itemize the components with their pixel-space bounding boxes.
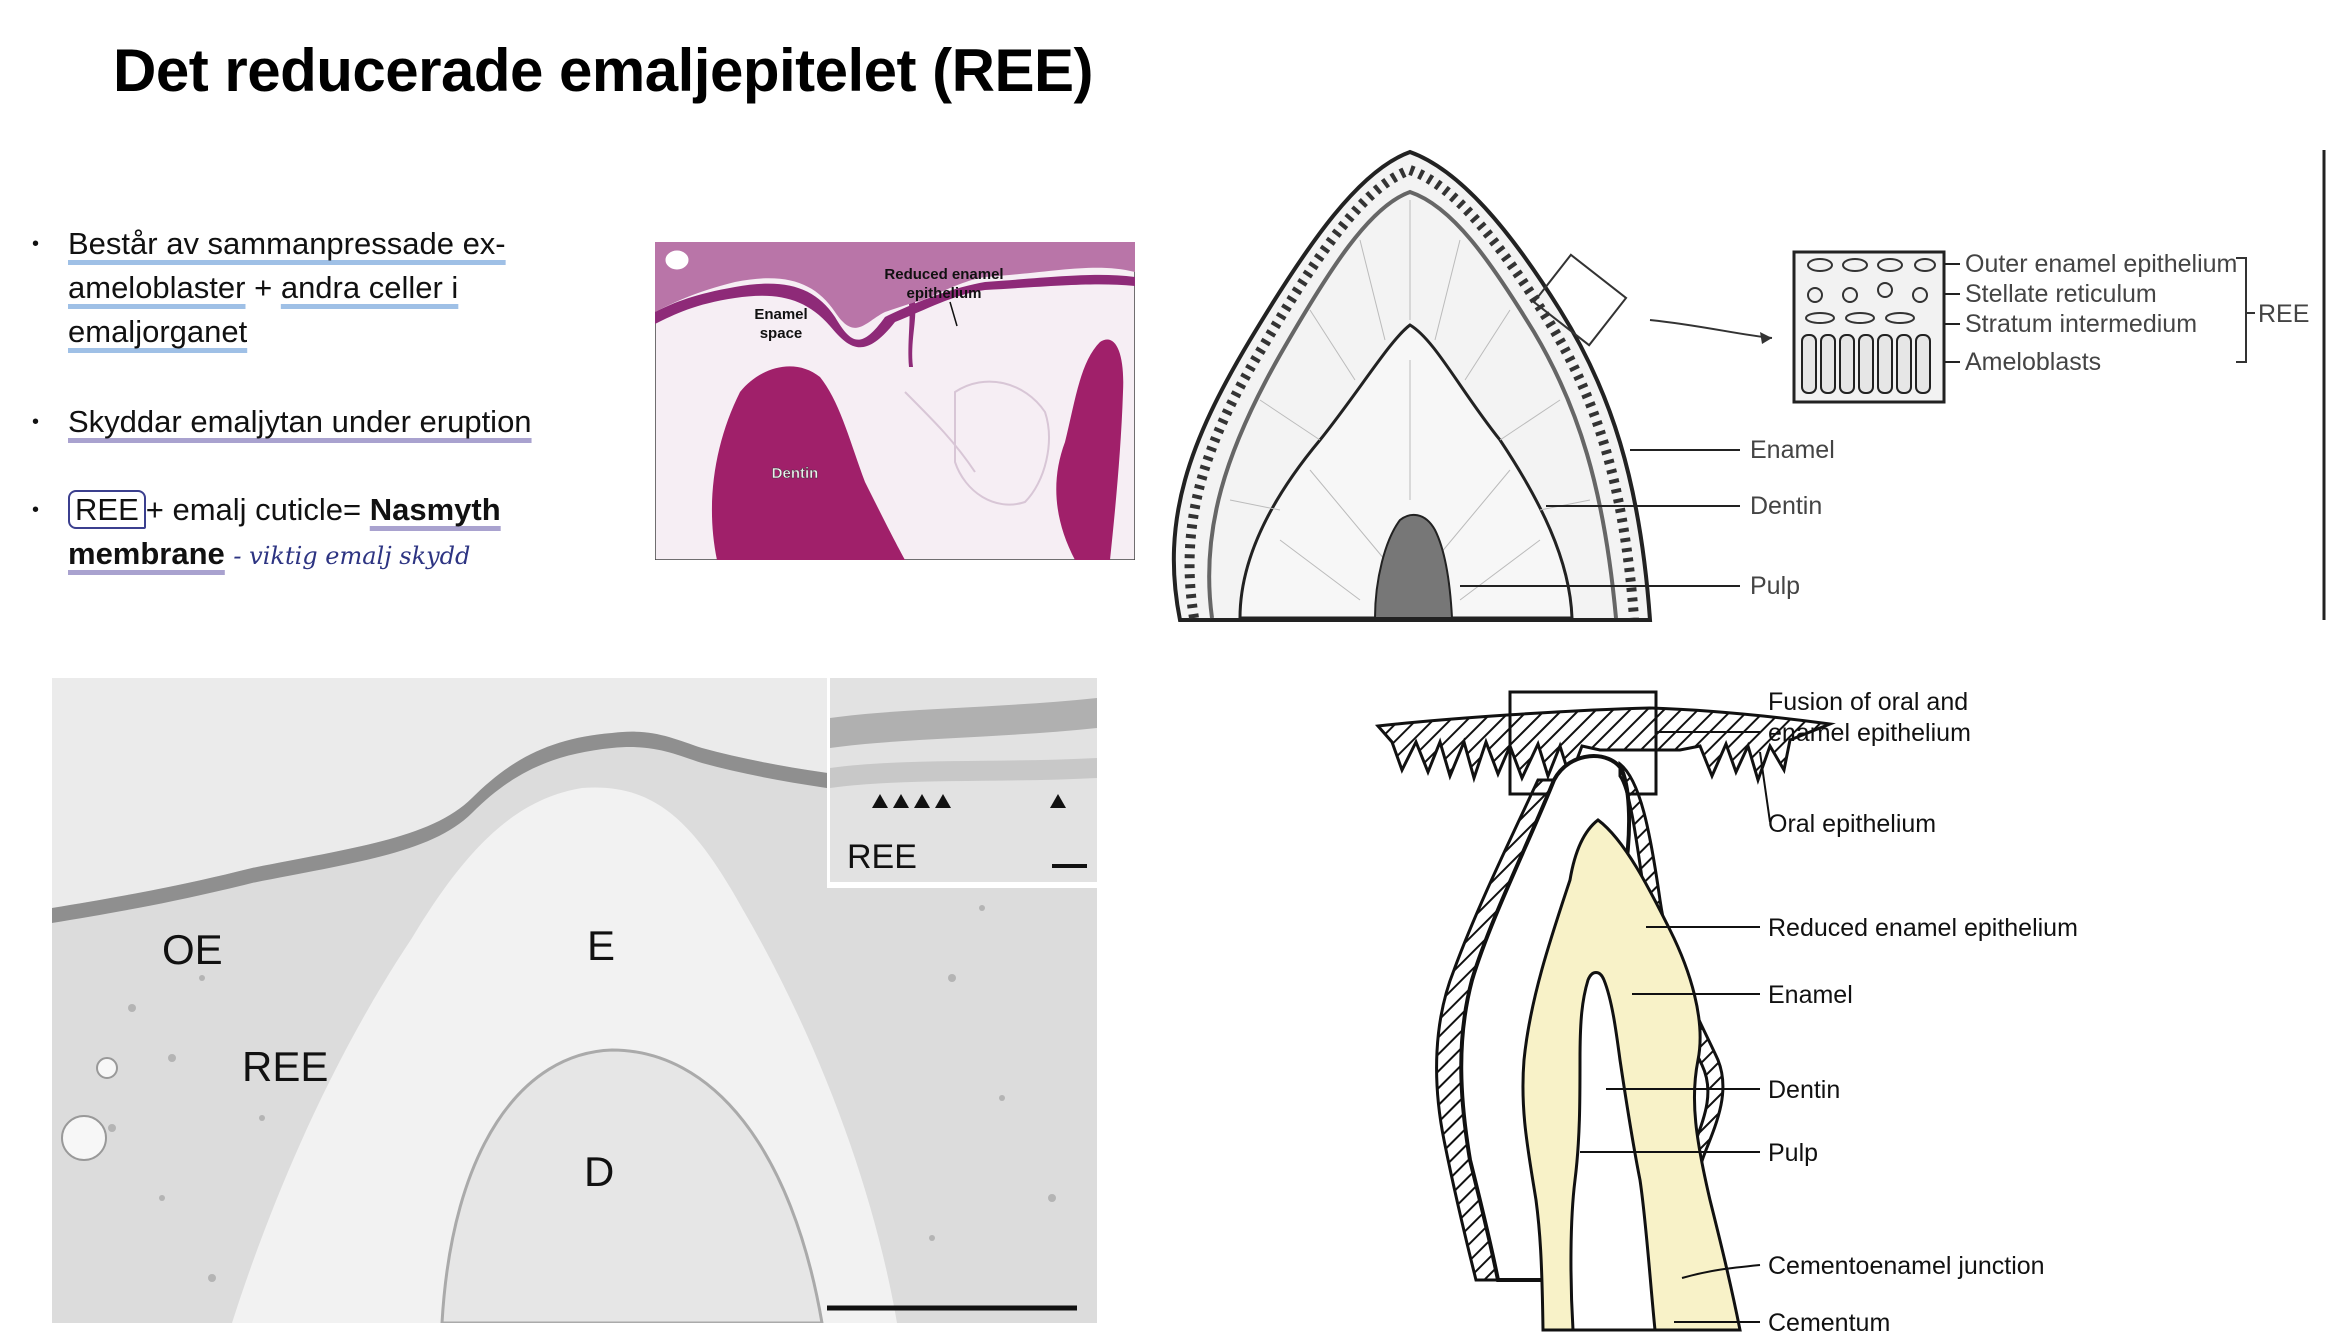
label-d: D	[584, 1148, 614, 1195]
label-stellate-reticulum: Stellate reticulum	[1965, 280, 2157, 308]
label-enamel: Enamel	[1768, 981, 1853, 1009]
histology-image: Enamel space Reduced enamel epithelium D…	[655, 242, 1135, 560]
label-ree: REE	[242, 1043, 328, 1090]
label-enamel-space-1: Enamel	[754, 306, 807, 323]
bullet-1-plus: +	[245, 270, 281, 305]
crown-diagram: Outer enamel epithelium Stellate reticul…	[1171, 149, 2326, 622]
label-enamel-space-2: space	[760, 325, 803, 342]
label-fusion-2: enamel epithelium	[1768, 719, 1971, 747]
eruption-diagram: Fusion of oral and enamel epithelium Ora…	[1374, 688, 2078, 1337]
label-cementum: Cementum	[1768, 1309, 1890, 1337]
bullet-3-mid: + emalj cuticle=	[145, 492, 370, 527]
bullet-dot: •	[32, 411, 40, 433]
label-stratum-intermedium: Stratum intermedium	[1965, 310, 2197, 338]
page-title: Det reducerade emaljepitelet (REE)	[113, 37, 1094, 104]
label-dentin: Dentin	[772, 465, 819, 482]
label-cementoenamel-junction: Cementoenamel junction	[1768, 1252, 2045, 1280]
bullet-3-bold: Nasmyth	[369, 492, 501, 527]
bullet-3-line-2: membrane	[68, 536, 225, 571]
label-ree-2: epithelium	[906, 285, 981, 302]
label-fusion-1: Fusion of oral and	[1768, 688, 1968, 716]
handwritten-note: - viktig emalj skydd	[233, 542, 471, 570]
label-ree-bracket: REE	[2258, 300, 2309, 328]
label-outer-enamel-epithelium: Outer enamel epithelium	[1965, 250, 2237, 278]
label-oral-epithelium: Oral epithelium	[1768, 810, 1936, 838]
label-e: E	[587, 922, 615, 969]
bullet-1-line-3: emaljorganet	[68, 314, 248, 349]
bullet-2-text: Skyddar emaljytan under eruption	[68, 404, 532, 439]
label-enamel: Enamel	[1750, 436, 1835, 464]
inset-label-ree: REE	[847, 838, 917, 876]
label-ameloblasts: Ameloblasts	[1965, 348, 2101, 376]
label-dentin: Dentin	[1768, 1076, 1840, 1104]
label-oe: OE	[162, 926, 223, 973]
ree-boxed-term: REE	[68, 490, 146, 529]
bullet-1-line-2a: ameloblaster	[68, 270, 246, 305]
bullet-1-line-2c: andra celler i	[280, 270, 459, 305]
label-pulp: Pulp	[1750, 572, 1800, 600]
label-ree-1: Reduced enamel	[884, 266, 1003, 283]
label-reduced-enamel-epithelium: Reduced enamel epithelium	[1768, 914, 2078, 942]
micrograph: REE OE E REE D	[52, 678, 1097, 1323]
label-pulp: Pulp	[1768, 1139, 1818, 1167]
bullet-1-line-1: Består av sammanpressade ex-	[68, 226, 506, 261]
bullet-dot: •	[32, 233, 40, 255]
label-dentin: Dentin	[1750, 492, 1822, 520]
bullet-dot: •	[32, 499, 40, 521]
